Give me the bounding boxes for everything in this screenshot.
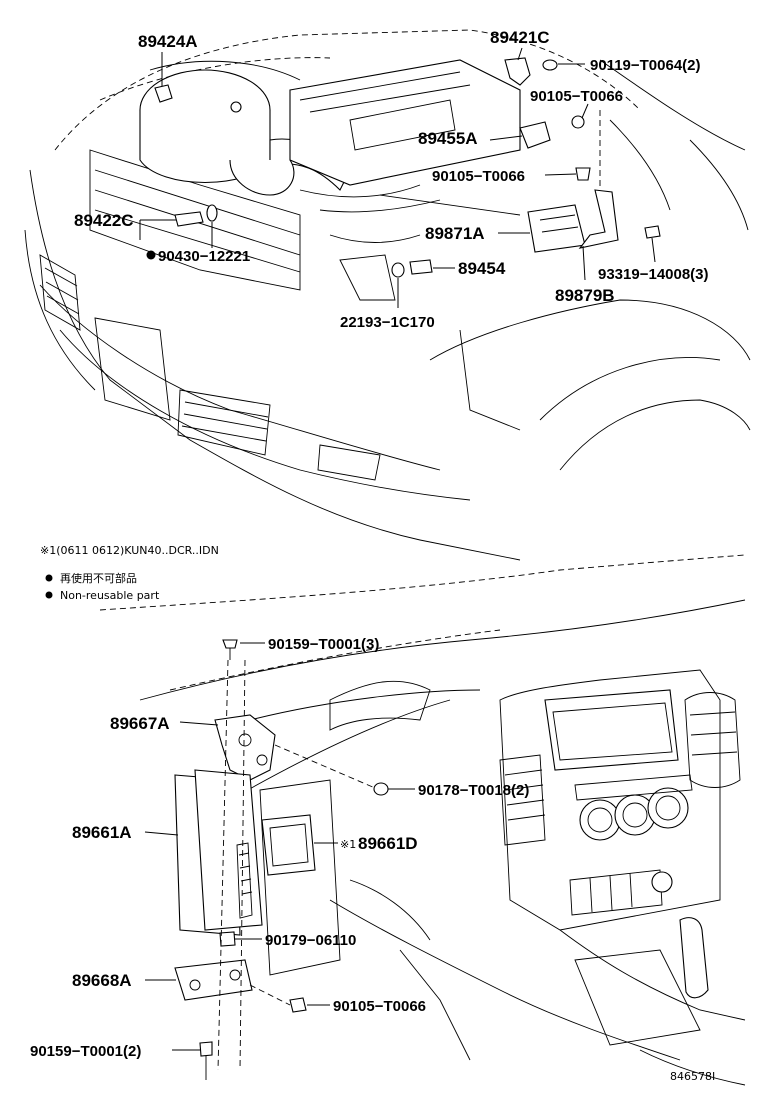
label-90430-12221: 90430−12221: [158, 248, 250, 265]
label-90105-T0066-c: 90105−T0066: [333, 998, 426, 1015]
label-90179-06110: 90179−06110: [265, 932, 356, 949]
non-reusable-mark-icon: [45, 574, 53, 582]
bottom-leaders: [144, 642, 415, 1080]
engine-bay-illustration: [24, 29, 751, 561]
bottom-labels: 90159−T0001(3) 89667A 90178−T0018(2) 896…: [30, 636, 529, 1060]
label-90105-T0066-a: 90105−T0066: [530, 88, 623, 105]
label-89421C: 89421C: [490, 28, 550, 47]
label-90119-T0064: 90119−T0064(2): [590, 57, 701, 74]
label-90159-T0001-3: 90159−T0001(3): [268, 636, 379, 653]
label-89879B: 89879B: [555, 286, 615, 305]
label-89454: 89454: [458, 259, 506, 278]
label-89455A: 89455A: [418, 129, 478, 148]
illustration-number: 846578I: [670, 1070, 715, 1083]
label-22193-1C170: 22193−1C170: [340, 314, 435, 331]
label-93319-14008: 93319−14008(3): [598, 266, 709, 283]
label-89668A: 89668A: [72, 971, 132, 990]
non-reusable-mark-icon-2: [45, 591, 53, 599]
label-89871A: 89871A: [425, 224, 485, 243]
non-reusable-jp: 再使用不可部品: [60, 571, 137, 585]
bottom-parts: [174, 639, 389, 1057]
top-labels: 89424A 89421C 90119−T0064(2) 90105−T0066…: [74, 28, 709, 331]
top-leaders: [139, 47, 656, 308]
label-89422C: 89422C: [74, 211, 134, 230]
notes-block: ※1(0611 0612)KUN40..DCR..IDN 再使用不可部品 Non…: [40, 544, 219, 602]
label-89424A: 89424A: [138, 32, 198, 51]
label-90105-T0066-b: 90105−T0066: [432, 168, 525, 185]
dashboard-illustration: [99, 554, 746, 1086]
label-89661A: 89661A: [72, 823, 132, 842]
label-89661D: 89661D: [358, 834, 418, 853]
non-reusable-en: Non-reusable part: [60, 589, 160, 602]
label-90159-T0001-2: 90159−T0001(2): [30, 1043, 141, 1060]
applicability-note: ※1(0611 0612)KUN40..DCR..IDN: [40, 544, 219, 557]
label-89667A: 89667A: [110, 714, 170, 733]
label-89661D-mark: ※1: [340, 838, 356, 851]
label-90178-T0018: 90178−T0018(2): [418, 782, 529, 799]
top-parts: [146, 57, 661, 278]
